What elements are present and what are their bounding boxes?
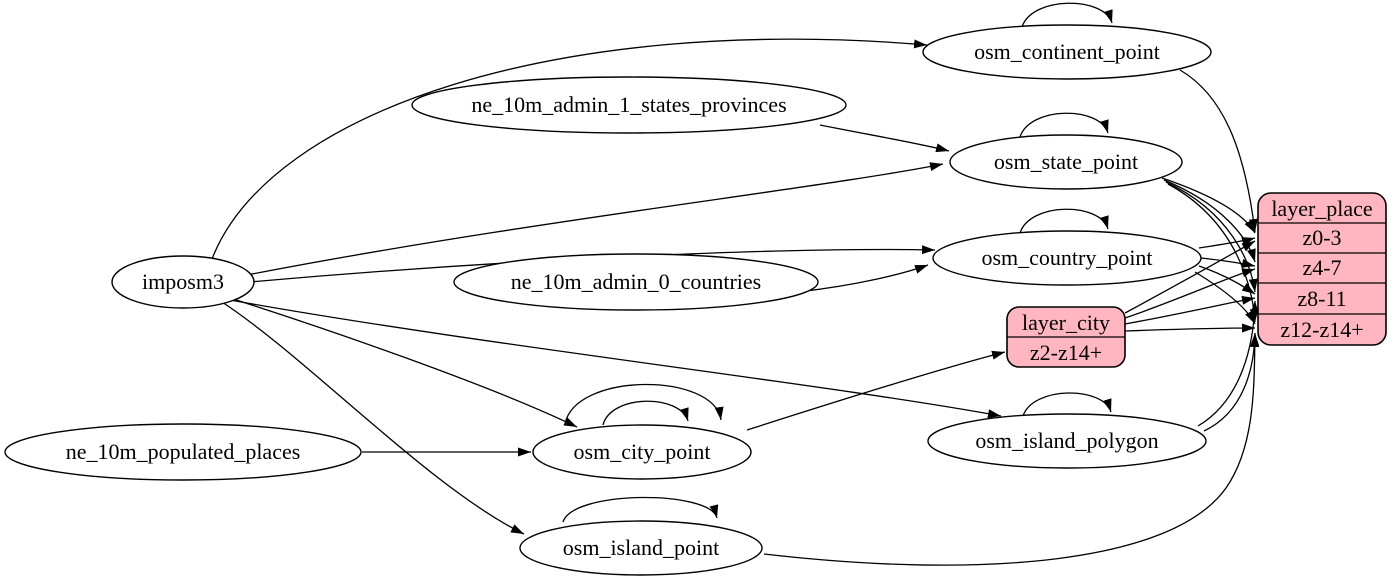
ne_10m_populated_places-ellipse bbox=[4, 423, 362, 481]
selfloop-osm_city_point-inner bbox=[602, 400, 689, 426]
selfloop-osm_island_polygon bbox=[1022, 392, 1112, 417]
edge-imposm3-osm_state_point bbox=[246, 162, 944, 276]
osm_continent_point-label: osm_continent_point bbox=[974, 39, 1160, 64]
selfloop-osm_continent_point bbox=[1021, 2, 1113, 28]
node-ne_10m_admin_0_countries: ne_10m_admin_0_countries bbox=[453, 253, 819, 311]
layer_place-box bbox=[1257, 192, 1387, 346]
edge-osm_country_point-z12-z14 bbox=[1194, 271, 1256, 325]
edge-layer_city-z4-7 bbox=[1124, 268, 1256, 319]
ne_10m_admin_0_countries-ellipse bbox=[453, 253, 819, 311]
edge-osm_state_point-z8-11 bbox=[1165, 181, 1258, 293]
edge-imposm3-osm_continent_point bbox=[211, 38, 928, 260]
edge-osm_city_point-layer_city-z2 bbox=[746, 350, 1006, 431]
edges bbox=[211, 2, 1260, 566]
osm_island_polygon-ellipse bbox=[927, 413, 1207, 469]
osm_island_point-label: osm_island_point bbox=[563, 535, 719, 560]
layer_city-row-z2-z14: z2-z14+ bbox=[1030, 340, 1102, 365]
layer_place-title: layer_place bbox=[1271, 196, 1372, 221]
osm_state_point-label: osm_state_point bbox=[994, 149, 1138, 174]
layer_place-row-z0-3: z0-3 bbox=[1302, 225, 1341, 250]
edge-osm_island_polygon-z8-11 bbox=[1197, 300, 1260, 427]
node-osm_city_point: osm_city_point bbox=[532, 424, 752, 480]
edge-osm_country_point-z4-7 bbox=[1200, 257, 1256, 268]
ne_10m_admin_1_states_provinces-ellipse bbox=[411, 76, 847, 134]
edge-osm_island_point-z12-z14 bbox=[763, 332, 1260, 566]
edge-layer_city-z12-z14 bbox=[1124, 323, 1256, 333]
layer_place-row-z12-z14: z12-z14+ bbox=[1280, 317, 1363, 342]
layer_place-row-z4-7: z4-7 bbox=[1302, 255, 1341, 280]
ne_10m_admin_1_states_provinces-label: ne_10m_admin_1_states_provinces bbox=[471, 92, 786, 117]
edge-osm_state_point-z0-3 bbox=[1161, 177, 1256, 234]
edge-ne_10m_admin_0_countries-osm_country_point bbox=[797, 264, 929, 293]
imposm3-ellipse bbox=[111, 255, 255, 309]
edge-imposm3-osm_island_point bbox=[221, 301, 525, 535]
imposm3-label: imposm3 bbox=[142, 269, 224, 294]
edge-layer_city-z0-3 bbox=[1124, 240, 1256, 314]
selfloop-osm_country_point bbox=[1019, 208, 1109, 234]
osm_city_point-label: osm_city_point bbox=[574, 439, 711, 464]
edge-osm_continent_point-z0-3 bbox=[1179, 69, 1258, 233]
osm_continent_point-ellipse bbox=[922, 24, 1212, 80]
edge-osm_state_point-z4-7 bbox=[1163, 179, 1256, 263]
osm_state_point-ellipse bbox=[949, 134, 1183, 190]
edge-layer_city-z8-11 bbox=[1124, 295, 1256, 325]
node-osm_country_point: osm_country_point bbox=[932, 230, 1202, 286]
edge-imposm3-osm_island_polygon bbox=[229, 299, 1002, 419]
node-osm_island_polygon: osm_island_polygon bbox=[927, 413, 1207, 469]
osm_city_point-ellipse bbox=[532, 424, 752, 480]
node-ne_10m_populated_places: ne_10m_populated_places bbox=[4, 423, 362, 481]
layer_city-title: layer_city bbox=[1022, 310, 1110, 335]
selfloop-osm_city_point-outer bbox=[564, 383, 724, 425]
edge-ne_10m_admin_1_states_provinces-osm_state_point bbox=[819, 124, 950, 153]
osm_country_point-ellipse bbox=[932, 230, 1202, 286]
node-osm_island_point: osm_island_point bbox=[519, 520, 763, 576]
ne_10m_populated_places-label: ne_10m_populated_places bbox=[66, 439, 301, 464]
record-layer_city: layer_city z2-z14+ bbox=[1006, 306, 1126, 368]
osm_island_polygon-label: osm_island_polygon bbox=[975, 428, 1158, 453]
selfloop-osm_state_point bbox=[1019, 112, 1109, 138]
ne_10m_admin_0_countries-label: ne_10m_admin_0_countries bbox=[511, 269, 762, 294]
edge-imposm3-osm_city_point bbox=[226, 296, 578, 428]
node-imposm3: imposm3 bbox=[111, 255, 255, 309]
layer_place-row-z8-11: z8-11 bbox=[1297, 286, 1346, 311]
node-osm_state_point: osm_state_point bbox=[949, 134, 1183, 190]
osm_country_point-label: osm_country_point bbox=[981, 245, 1152, 270]
edge-osm_country_point-z0-3 bbox=[1198, 237, 1256, 249]
node-osm_continent_point: osm_continent_point bbox=[922, 24, 1212, 80]
record-layer_place: layer_place z0-3 z4-7 z8-11 z12-z14+ bbox=[1257, 192, 1387, 346]
selfloop-osm_island_point bbox=[562, 496, 719, 523]
node-ne_10m_admin_1_states_provinces: ne_10m_admin_1_states_provinces bbox=[411, 76, 847, 134]
osm_island_point-ellipse bbox=[519, 520, 763, 576]
